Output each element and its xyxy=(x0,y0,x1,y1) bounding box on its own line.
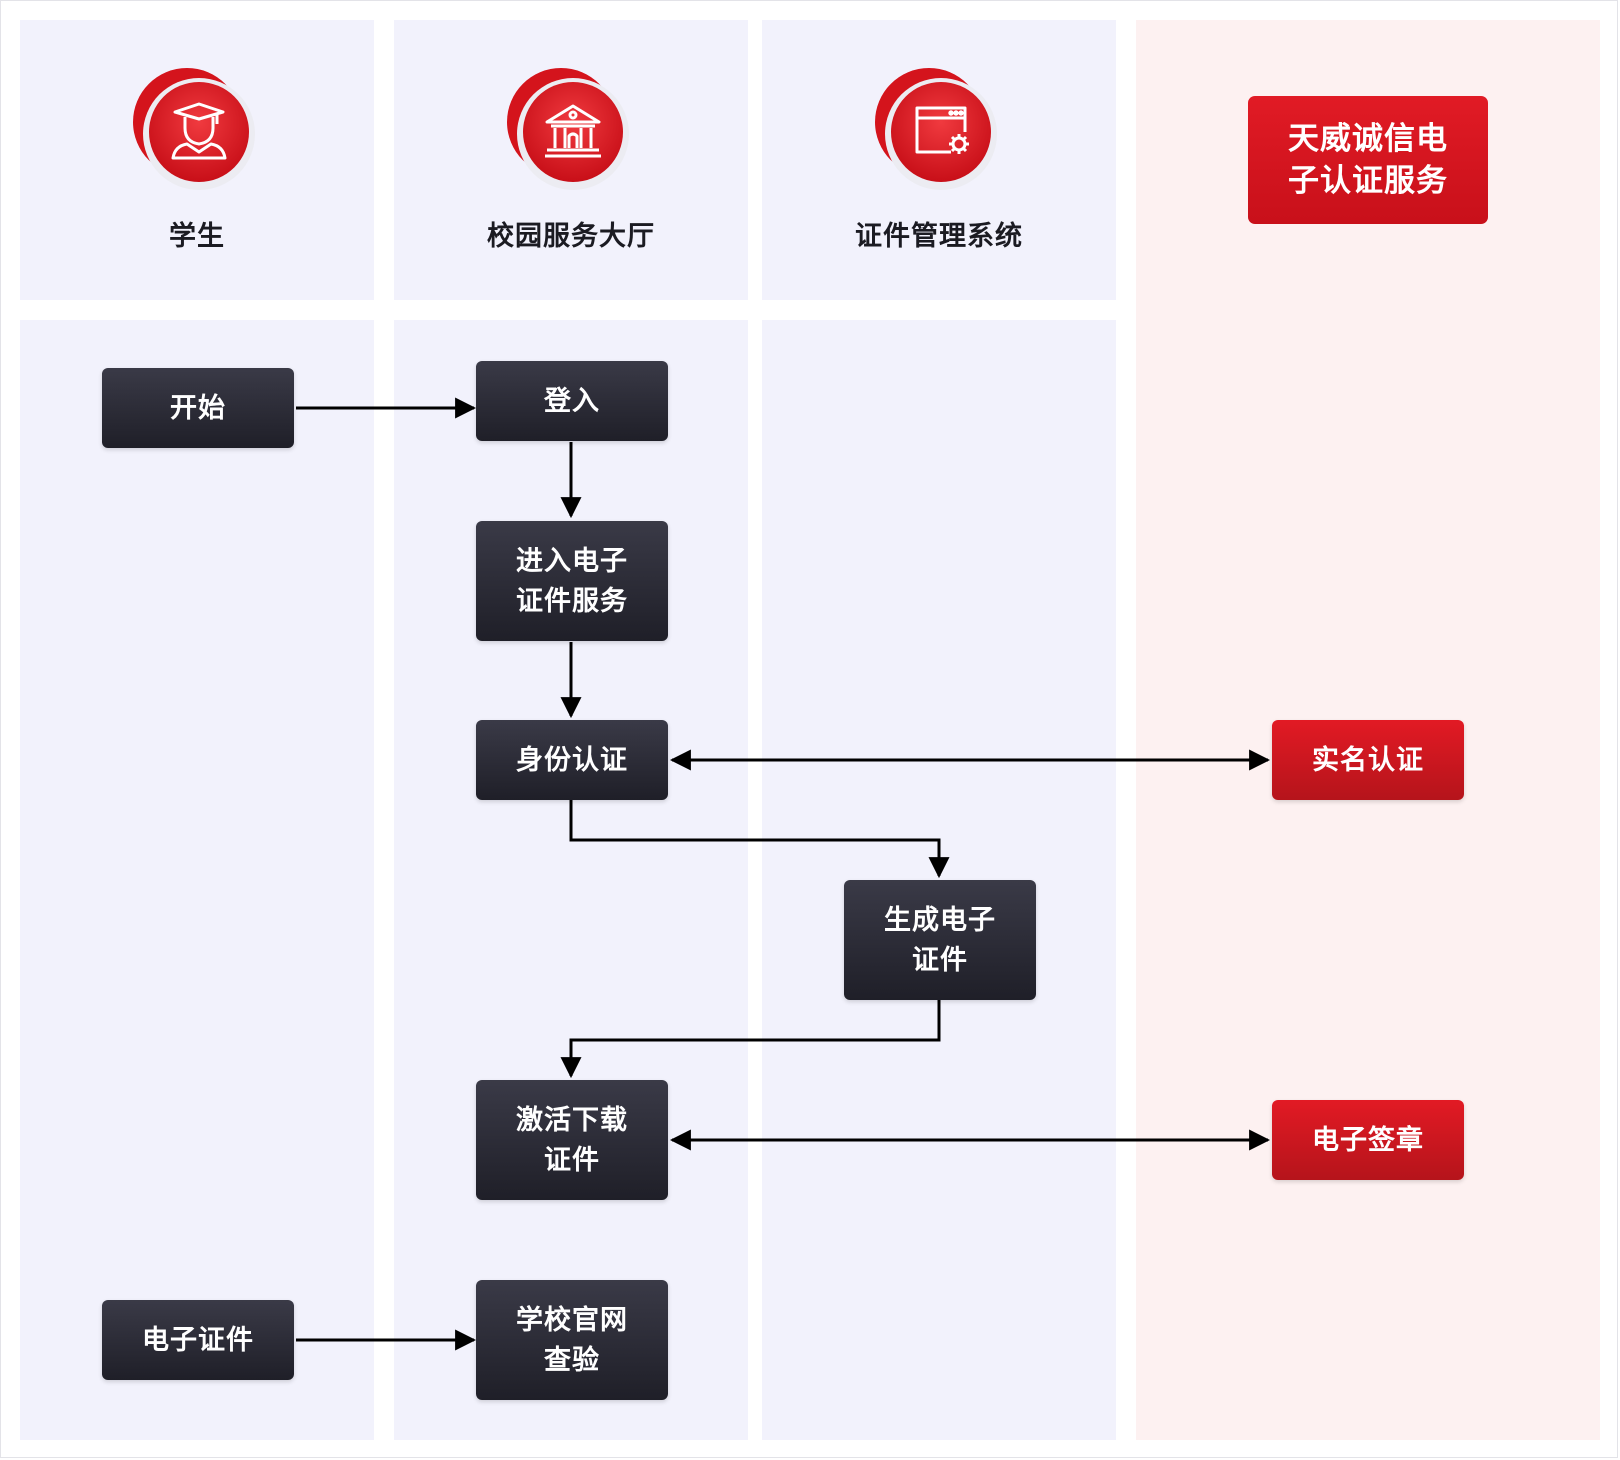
node-start-label: 开始 xyxy=(170,393,226,423)
lane-student-body xyxy=(20,320,374,1440)
node-e-seal: 电子签章 xyxy=(1272,1100,1464,1180)
system-window-gear-icon xyxy=(875,68,997,190)
lane-title-campus: 校园服务大厅 xyxy=(487,221,655,251)
node-enter-service-label: 进入电子证件服务 xyxy=(516,546,628,616)
node-realname-auth-label: 实名认证 xyxy=(1312,745,1424,775)
node-activate-download-label: 激活下载证件 xyxy=(516,1105,628,1175)
node-identity-auth: 身份认证 xyxy=(476,720,668,800)
node-enter-service: 进入电子证件服务 xyxy=(476,521,668,641)
graduate-student-icon xyxy=(133,68,255,190)
node-e-cert-label: 电子证件 xyxy=(142,1325,254,1355)
node-generate-cert: 生成电子证件 xyxy=(844,880,1036,1000)
lane-title-cert-service-text: 天威诚信电子认证服务 xyxy=(1288,121,1448,198)
campus-building-icon xyxy=(507,68,629,190)
node-login: 登入 xyxy=(476,361,668,441)
node-identity-auth-label: 身份认证 xyxy=(516,745,628,775)
arrow-identity-to-generate xyxy=(569,800,950,879)
node-realname-auth: 实名认证 xyxy=(1272,720,1464,800)
node-login-label: 登入 xyxy=(544,386,600,416)
node-generate-cert-label: 生成电子证件 xyxy=(884,905,996,975)
lane-title-student: 学生 xyxy=(169,221,225,251)
node-start: 开始 xyxy=(102,368,294,448)
node-school-verify: 学校官网查验 xyxy=(476,1280,668,1400)
lane-title-cert-service: 天威诚信电子认证服务 xyxy=(1248,96,1488,224)
arrow-generate-to-activate xyxy=(560,1000,941,1079)
node-e-seal-label: 电子签章 xyxy=(1312,1125,1424,1155)
node-activate-download: 激活下载证件 xyxy=(476,1080,668,1200)
lane-title-system: 证件管理系统 xyxy=(855,221,1023,251)
node-school-verify-label: 学校官网查验 xyxy=(516,1305,628,1375)
node-e-cert: 电子证件 xyxy=(102,1300,294,1380)
